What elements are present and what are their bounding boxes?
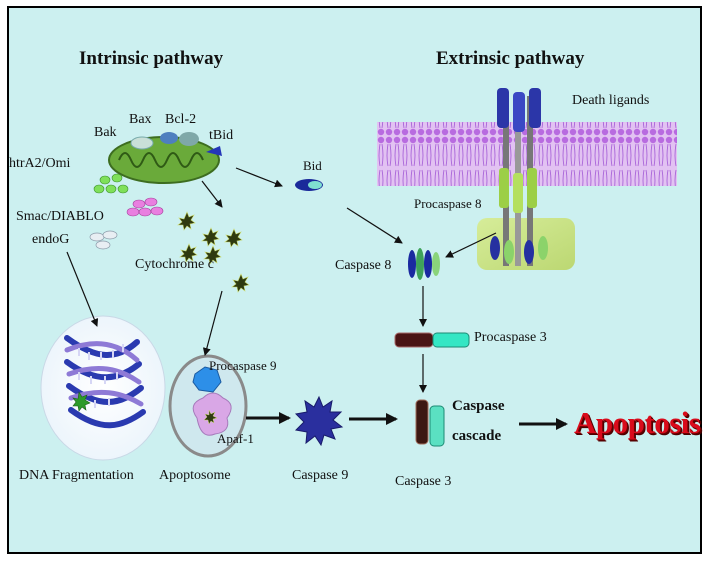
procaspase8-c (524, 240, 534, 264)
caspase-cascade-label-line1: Caspase (452, 398, 505, 414)
ligand-block-3 (529, 88, 541, 128)
caspase8-active (408, 248, 440, 280)
extrinsic-pathway-title: Extrinsic pathway (436, 48, 585, 69)
bcl2-protein (179, 132, 199, 146)
htra2-label: htrA2/Omi (9, 156, 71, 171)
caspase3-label: Caspase 3 (395, 474, 452, 489)
caspase3-molecule (415, 399, 445, 447)
arrow-bid-to-caspase8 (346, 207, 403, 244)
caspase9-label: Caspase 9 (292, 468, 349, 483)
htra2-molecules (93, 173, 129, 194)
bid-highlight (308, 181, 322, 189)
arrow-mito-to-bid (235, 167, 283, 188)
procaspase8-d (538, 236, 548, 260)
death-receptor-complex (477, 88, 575, 270)
caspase8-label: Caspase 8 (335, 258, 392, 273)
endog-label: endoG (32, 232, 70, 247)
apaf1-label: Apaf-1 (217, 431, 254, 446)
bax-protein (160, 132, 178, 144)
arrow-cytochrome-to-apoptosome (202, 290, 223, 356)
procaspase8-label: Procaspase 8 (414, 196, 482, 211)
bid-label: Bid (303, 158, 322, 173)
pathway-diagram (40, 88, 677, 461)
intrinsic-pathway-title: Intrinsic pathway (79, 48, 224, 69)
bcl2-label: Bcl-2 (165, 112, 197, 127)
arrow-procaspase8-to-caspase8 (445, 232, 497, 258)
tbid-protein (206, 146, 222, 156)
cytochrome-c-molecules (177, 211, 250, 293)
dna-cell (40, 315, 166, 461)
endog-molecules (89, 230, 118, 250)
ligand-block-1 (497, 88, 509, 128)
death-ligands-label: Death ligands (572, 93, 650, 108)
apoptosome-complex (168, 354, 248, 458)
mitochondrion (108, 132, 222, 184)
bak-protein (130, 136, 154, 150)
procaspase9-label: Procaspase 9 (209, 358, 277, 373)
bax-label: Bax (129, 112, 152, 127)
tbid-label: tBid (209, 128, 234, 143)
smac-diablo-label: Smac/DIABLO (16, 209, 104, 224)
bak-label: Bak (94, 125, 117, 140)
apoptosis-label: Apoptosis (574, 405, 701, 440)
procaspase8-a (490, 236, 500, 260)
arrow-mito-to-cytochrome (201, 180, 223, 208)
caspase-cascade-label-line2: cascade (452, 428, 502, 444)
arrow-endog-to-dna (66, 251, 99, 327)
apoptosome-label: Apoptosome (159, 468, 231, 483)
receptor-domain-2 (513, 173, 523, 213)
procaspase3-molecule (394, 332, 470, 348)
caspase9-star (294, 395, 344, 447)
cytochrome-c-label: Cytochrome c (135, 257, 214, 272)
procaspase3-label: Procaspase 3 (474, 330, 547, 345)
dna-fragmentation-label: DNA Fragmentation (19, 468, 134, 483)
ligand-block-2 (513, 92, 525, 132)
smac-molecules (126, 197, 164, 217)
diagram-panel: Intrinsic pathway Extrinsic pathway Bak … (7, 6, 702, 554)
procaspase8-b (504, 240, 514, 264)
receptor-domain-3 (527, 168, 537, 208)
receptor-domain-1 (499, 168, 509, 208)
